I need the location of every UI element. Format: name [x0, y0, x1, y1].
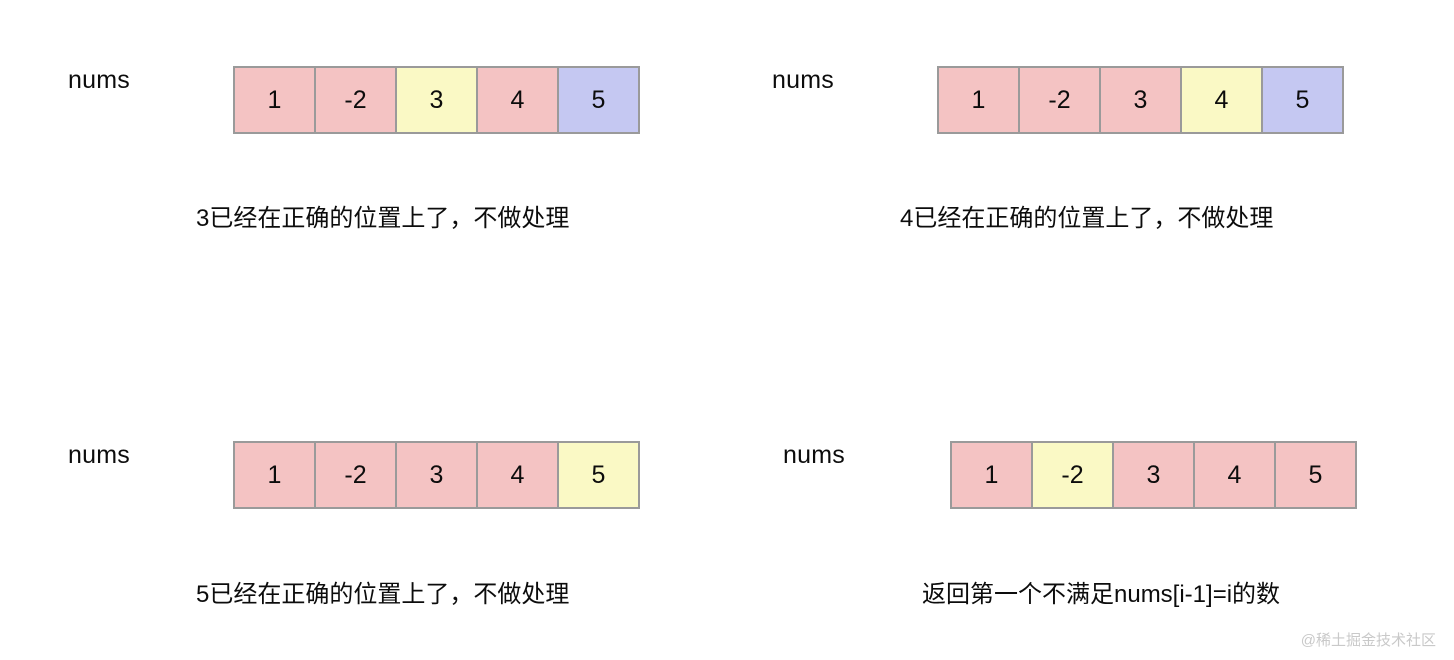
array-label: nums: [772, 66, 834, 94]
array-cell: -2: [314, 441, 397, 509]
watermark: @稀土掘金技术社区: [1300, 632, 1436, 649]
array-cell: 1: [233, 441, 316, 509]
array-cell: 4: [476, 66, 559, 134]
step-caption: 3已经在正确的位置上了，不做处理: [196, 205, 570, 232]
array-cell-highlighted: 3: [395, 66, 478, 134]
array-cell-highlighted: 5: [557, 441, 640, 509]
array-cell: 3: [1112, 441, 1195, 509]
array-cell: 1: [233, 66, 316, 134]
array-label: nums: [68, 441, 130, 469]
array-row: nums 1 -2 3 4 5: [783, 441, 1357, 509]
array-cell-marked: 5: [1261, 66, 1344, 134]
array-cell-highlighted: -2: [1031, 441, 1114, 509]
array-cell-marked: 5: [557, 66, 640, 134]
array-row: nums 1 -2 3 4 5: [68, 66, 640, 134]
array-cells: 1 -2 3 4 5: [937, 66, 1344, 134]
array-cell: 3: [395, 441, 478, 509]
array-label: nums: [68, 66, 130, 94]
step-caption: 返回第一个不满足nums[i-1]=i的数: [922, 581, 1281, 608]
array-cells: 1 -2 3 4 5: [233, 66, 640, 134]
array-cell: 1: [937, 66, 1020, 134]
array-row: nums 1 -2 3 4 5: [68, 441, 640, 509]
array-cell: 1: [950, 441, 1033, 509]
array-cell: 4: [476, 441, 559, 509]
array-cell: 5: [1274, 441, 1357, 509]
array-cell: 3: [1099, 66, 1182, 134]
array-row: nums 1 -2 3 4 5: [772, 66, 1344, 134]
array-cell: 4: [1193, 441, 1276, 509]
array-cell: -2: [314, 66, 397, 134]
step-caption: 5已经在正确的位置上了，不做处理: [196, 581, 570, 608]
array-label: nums: [783, 441, 845, 469]
array-cells: 1 -2 3 4 5: [950, 441, 1357, 509]
array-cells: 1 -2 3 4 5: [233, 441, 640, 509]
array-cell: -2: [1018, 66, 1101, 134]
array-cell-highlighted: 4: [1180, 66, 1263, 134]
step-caption: 4已经在正确的位置上了，不做处理: [900, 205, 1274, 232]
